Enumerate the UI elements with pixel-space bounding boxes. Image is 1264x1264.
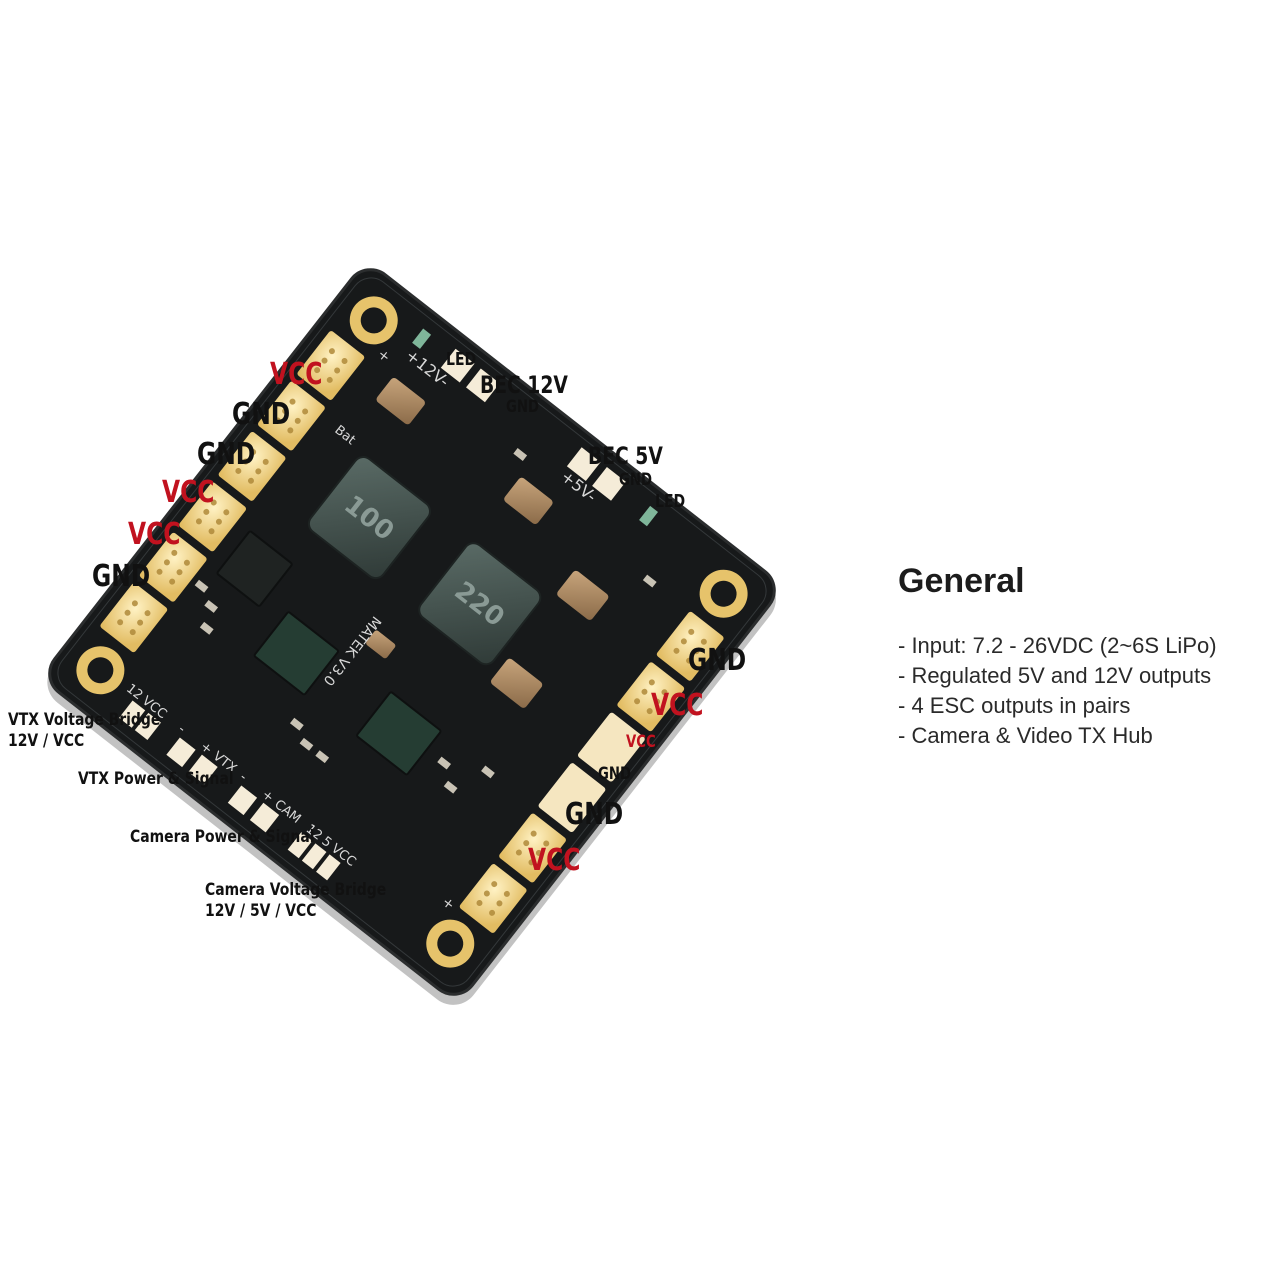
mount-hole-br	[426, 919, 475, 968]
bec12-label: BEC 12V	[480, 371, 568, 399]
callout-line: 12V / 5V / VCC	[205, 901, 317, 921]
pad-label-vcc: VCC	[626, 732, 656, 752]
specs-title: General	[898, 562, 1025, 600]
pad-label-gnd: GND	[92, 559, 151, 594]
regulator-ics	[216, 530, 442, 776]
callout-line: Camera Voltage Bridge	[205, 880, 387, 900]
led-label: LED	[446, 349, 477, 370]
specs-panel: General - Input: 7.2 - 26VDC (2~6S LiPo)…	[898, 562, 1258, 751]
pad-label-gnd: GND	[688, 643, 747, 678]
callout-line: VTX Voltage Bridge	[8, 710, 161, 730]
pad-label-gnd: GND	[197, 437, 256, 472]
mount-hole-bl	[76, 646, 125, 695]
esc-pads-left	[100, 331, 365, 653]
pad-label-vcc: VCC	[128, 517, 181, 552]
pad-label-vcc: VCC	[651, 688, 704, 723]
spec-item: - 4 ESC outputs in pairs	[898, 693, 1131, 718]
capacitors	[366, 377, 609, 708]
vtx-cam-pads	[119, 700, 341, 881]
spec-item: - Regulated 5V and 12V outputs	[898, 663, 1212, 688]
cam-bridge-callout: Camera Voltage Bridge 12V / 5V / VCC	[205, 880, 386, 922]
esc-pads-right	[459, 611, 724, 933]
vtx-bridge-callout: VTX Voltage Bridge 12V / VCC	[8, 710, 160, 752]
pad-label-vcc: VCC	[528, 843, 581, 878]
inductor-12v: 100	[307, 456, 431, 580]
mount-hole-tl	[349, 296, 398, 345]
pad-label-gnd: GND	[232, 397, 291, 432]
bec12-gnd-label: GND	[506, 397, 539, 417]
bec-pads	[412, 328, 659, 527]
spec-item: - Camera & Video TX Hub	[898, 723, 1153, 748]
specs-list: - Input: 7.2 - 26VDC (2~6S LiPo) - Regul…	[898, 631, 1258, 751]
pad-label-gnd: GND	[598, 764, 631, 784]
mount-hole-tr	[699, 569, 748, 618]
bec5-label: BEC 5V	[588, 442, 663, 470]
callout-line: 12V / VCC	[8, 731, 85, 751]
inductor-5v: 220	[418, 542, 542, 666]
pad-label-vcc: VCC	[162, 475, 215, 510]
pcb-outline	[48, 268, 776, 996]
cam-power-callout: Camera Power & Signal	[130, 827, 315, 847]
bec5-gnd-label: GND	[619, 470, 652, 490]
led-label: LED	[655, 491, 686, 512]
pad-label-gnd: GND	[565, 797, 624, 832]
spec-item: - Input: 7.2 - 26VDC (2~6S LiPo)	[898, 633, 1217, 658]
vtx-power-callout: VTX Power & Signal	[78, 769, 234, 789]
pad-label-vcc: VCC	[270, 357, 323, 392]
